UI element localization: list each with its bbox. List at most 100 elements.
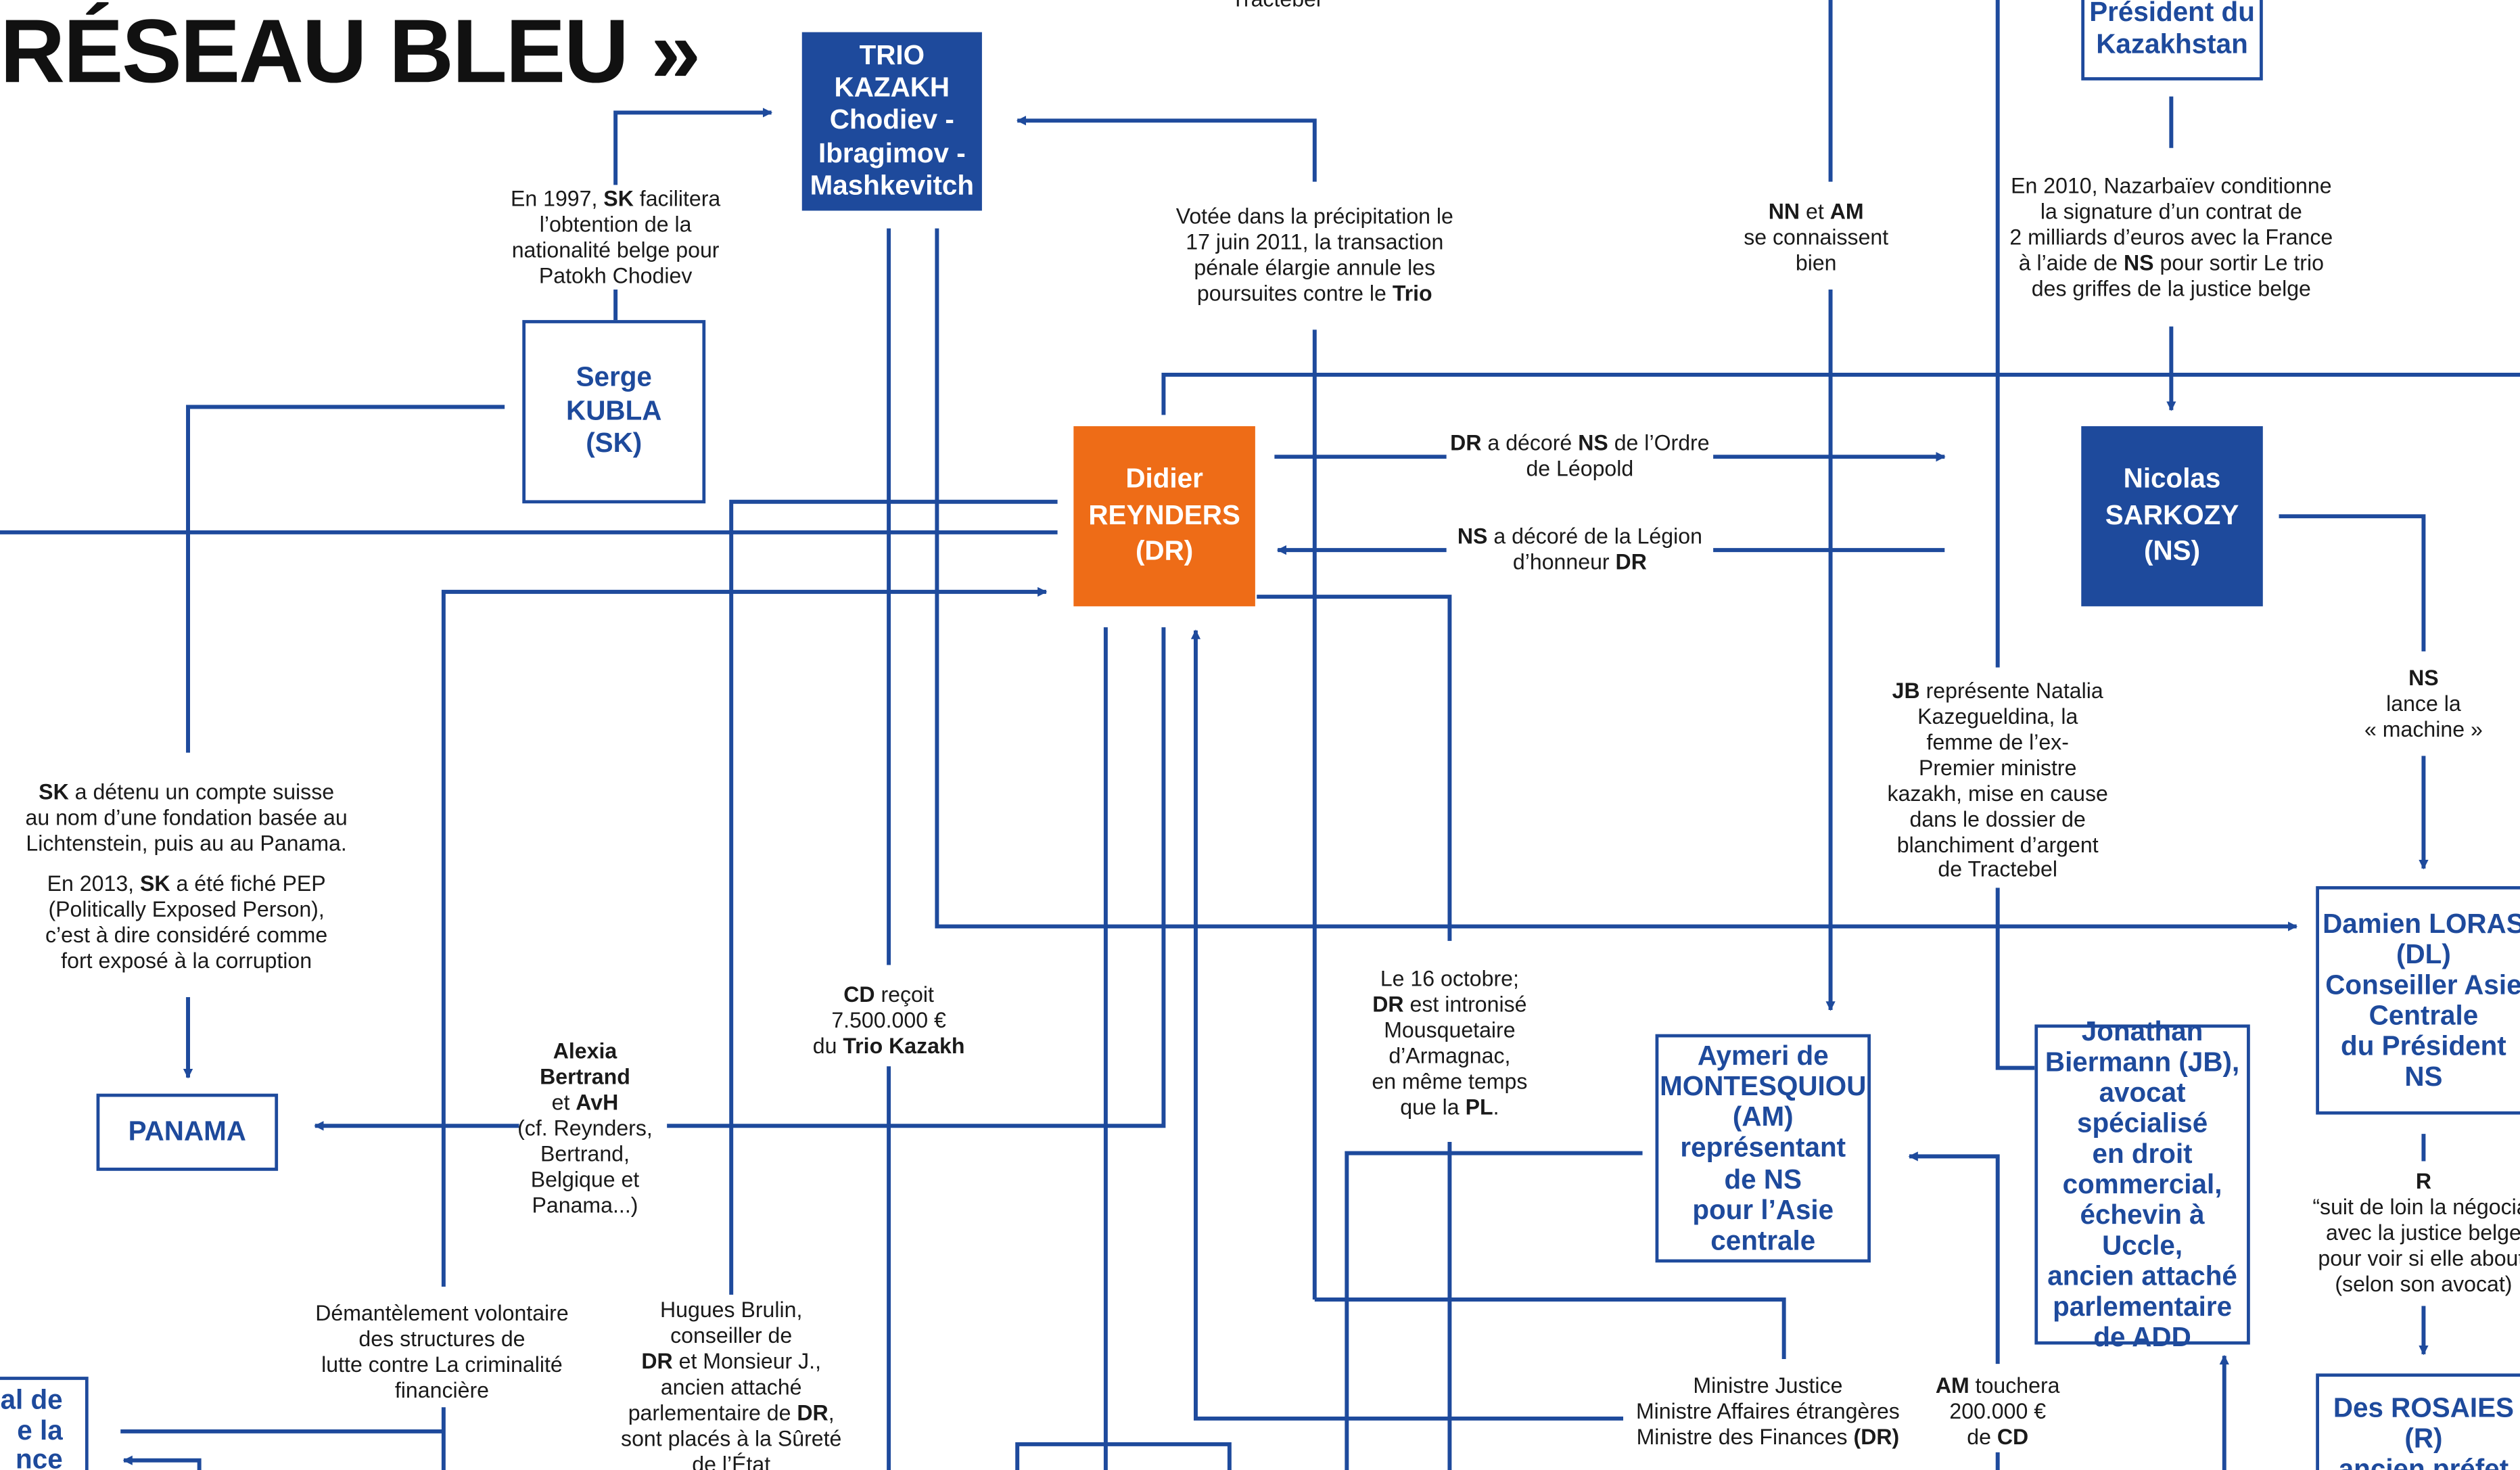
line-jb-biermann [1995,888,2035,1070]
line-reynders-alexia [667,627,1166,1128]
line-trio-loras [935,228,2298,932]
label-line: 7.500.000 € [831,1008,946,1033]
node-president-kazakhstan[interactable]: Président du Kazakhstan [2081,0,2263,81]
label-line: CD reçoit [843,982,934,1007]
label-line: à l’aide de NS pour sortir Le trio [2018,250,2324,275]
label-line: Ministre Affaires étrangères [1635,1399,1900,1423]
label-line: au nom d’une fondation basée au [25,805,348,830]
node-serge-kubla[interactable]: Serge KUBLA (SK) [522,320,706,504]
label-line: de Tractebel [1938,858,2057,882]
node-jonathan-biermann[interactable]: Jonathan Biermann (JB), avocat spécialis… [2034,1016,2250,1353]
line-sarkozy-machine [2279,514,2426,651]
line-votee-ministre [1314,1297,1786,1359]
label-line: AM touchera [1935,1373,2060,1398]
label-line: Alexia [553,1038,617,1063]
line-kubla-compte [186,405,505,753]
label-line: fort exposé à la corruption [61,948,312,973]
label-line: R [2415,1169,2432,1194]
line-reynders-oct16 [1257,595,1452,941]
label-line: que la PL. [1400,1095,1499,1119]
label-line: et AvH [551,1090,619,1115]
label-line: financière [394,1377,490,1402]
label-line: (selon son avocat) [2335,1271,2513,1296]
label-line: se connaissent [1744,225,1889,250]
label-line: Belgique et [530,1167,640,1191]
node-nicolas-sarkozy[interactable]: Nicolas SARKOZY (NS) [2081,426,2263,607]
label-line: l’obtention de la [539,212,692,237]
label-line: NN et AM [1768,199,1864,224]
label-line: En 2010, Nazarbaïev conditionne [2011,173,2332,198]
label-line: kazakh, mise en cause [1887,781,2108,806]
node-aymeri-de-montesquiou[interactable]: Aymeri de MONTESQUIOU (AM) représentant … [1655,1034,1871,1263]
label-line: des griffes de la justice belge [2031,276,2311,300]
label-line: nationalité belge pour [511,237,720,262]
line-demantelement [441,587,1048,1287]
line-reynders-top-right [1161,372,2520,415]
label-line: En 2013, SK a été fiché PEP [47,871,326,896]
line-left-box-2 [122,1455,202,1470]
partial-box-bottom [1015,1442,1232,1470]
line-votee-trio [1016,116,1317,182]
label-line: Hugues Brulin, [659,1297,803,1323]
label-line: bien [1795,250,1837,275]
node-didier-reynders[interactable]: Didier REYNDERS (DR) [1073,426,1255,607]
label-line: “suit de loin la négociat [2312,1195,2520,1219]
label-line: 200.000 € [1949,1399,2047,1423]
label-line: pénale élargie annule les [1194,255,1436,280]
label-line: En 1997, SK facilitera [510,186,721,211]
label-sk-pep: En 2013, SK a été fiché PEP(Politically … [16,872,357,974]
label-line: femme de l’ex- [1926,729,2069,754]
label-line: Mousquetaire [1384,1017,1516,1042]
label-line: DR et Monsieur J., [641,1349,822,1373]
page-title: RÉSEAU BLEU » [0,0,701,101]
label-line: de l’État [692,1451,771,1470]
label-tractebel-top: Tractebel [1196,0,1357,13]
node-panama[interactable]: PANAMA [96,1093,279,1171]
label-line: DR est intronisé [1372,992,1527,1017]
label-line: JB représente Natalia [1892,679,2103,703]
label-line: de Léopold [1526,457,1634,481]
label-line: Premier ministre [1918,755,2077,780]
label-line: (cf. Reynders, [517,1116,653,1141]
label-line: en même temps [1372,1069,1528,1093]
label-line: « machine » [2364,716,2483,741]
label-line: dans le dossier de [1909,806,2086,831]
label-line: Ministre Justice [1693,1373,1843,1398]
node-damien-loras[interactable]: Damien LORAS (DL) Conseiller Asie Centra… [2316,886,2520,1115]
line-am-touchera-montesquiou [1908,1151,2000,1364]
node-trio-kazakh[interactable]: TRIO KAZAKH Chodiev - Ibragimov - Mashke… [801,32,982,211]
label-line: lance la [2386,691,2461,716]
label-line: Votée dans la précipitation le [1175,204,1453,229]
label-line: Ministre des Finances (DR) [1636,1425,1900,1449]
line-kubla-trio [613,108,773,185]
label-line: SK a détenu un compte suisse [39,780,335,804]
label-line: d’Armagnac, [1389,1043,1511,1068]
label-line: Lichtenstein, puis au au Panama. [26,831,347,856]
node-left-cut[interactable]: al de e la nce [0,1377,89,1470]
label-line: NS [2408,666,2439,690]
line-montesquiou-left [1345,1151,1643,1470]
label-line: sont placés à la Sûreté [621,1425,842,1450]
label-line: c’est à dire considéré comme [45,923,328,947]
label-line: parlementaire de DR, [628,1400,835,1425]
label-line: blanchiment d’argent [1896,832,2099,857]
label-line: DR a décoré NS de l’Ordre [1450,431,1710,455]
label-line: Patokh Chodiev [538,263,693,288]
node-des-rosaies[interactable]: Des ROSAIES (R) ancien préfet [2316,1373,2520,1470]
label-line: avec la justice belge [2325,1220,2520,1245]
label-line: Démantèlement volontaire [315,1301,569,1326]
